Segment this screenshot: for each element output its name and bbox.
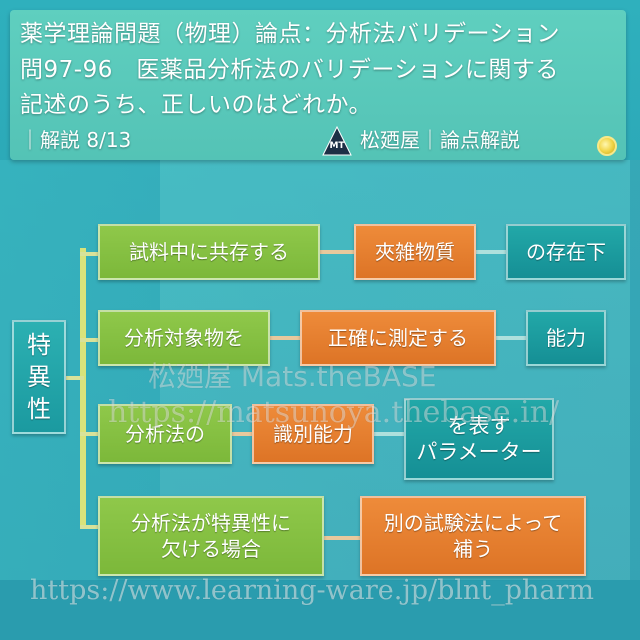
row2-box-a: 分析対象物を xyxy=(98,310,270,366)
row2-connector-b xyxy=(496,336,530,340)
title-line-3: 記述のうち、正しいのはどれか。 xyxy=(20,92,373,118)
title-line-1: 薬学理論問題（物理）論点：分析法バリデーション xyxy=(20,21,561,47)
watermark-url-1: https://matsunoya.thebase.in/ xyxy=(108,395,560,430)
coin-icon xyxy=(597,136,617,156)
row2-box-b: 正確に測定する xyxy=(300,310,496,366)
row4-connector-a xyxy=(324,536,364,540)
branch-connector-4 xyxy=(80,525,102,529)
branch-connector-2 xyxy=(80,338,102,342)
row1-box-b: 夾雑物質 xyxy=(354,224,476,280)
root-connector xyxy=(66,376,84,380)
row1-connector-a xyxy=(318,250,358,254)
branch-connector-3 xyxy=(80,432,102,436)
row3-box-a: 分析法の xyxy=(98,404,232,464)
row3-box-b: 識別能力 xyxy=(252,404,374,464)
watermark-url-2: https://www.learning-ware.jp/blnt_pharm xyxy=(30,575,595,606)
header-panel xyxy=(10,10,626,160)
root-box-specificity: 特 異 性 xyxy=(12,320,66,434)
row1-box-a: 試料中に共存する xyxy=(98,224,320,280)
logo-text: MT xyxy=(329,141,345,151)
row2-connector-a xyxy=(270,336,304,340)
row2-box-c: 能力 xyxy=(526,310,606,366)
row1-box-c: の存在下 xyxy=(506,224,626,280)
background-footer xyxy=(0,580,640,640)
row3-connector-a xyxy=(230,432,254,436)
watermark-brand: 松廼屋 Mats.theBASE xyxy=(148,360,437,393)
row3-box-c: を表す パラメーター xyxy=(404,398,554,480)
row4-box-a: 分析法が特異性に 欠ける場合 xyxy=(98,496,324,576)
brand-label: 松廼屋｜論点解説 xyxy=(360,128,520,152)
row3-connector-b xyxy=(372,432,408,436)
section-label: ｜解説 8/13 xyxy=(20,128,132,152)
title-line-2: 問97-96 医薬品分析法のバリデーションに関する xyxy=(20,57,559,83)
mt-logo-icon: MT xyxy=(322,126,352,156)
tree-trunk-line xyxy=(80,248,86,528)
row4-box-b: 別の試験法によって 補う xyxy=(360,496,586,576)
branch-connector-1 xyxy=(80,252,102,256)
row1-connector-b xyxy=(474,250,508,254)
